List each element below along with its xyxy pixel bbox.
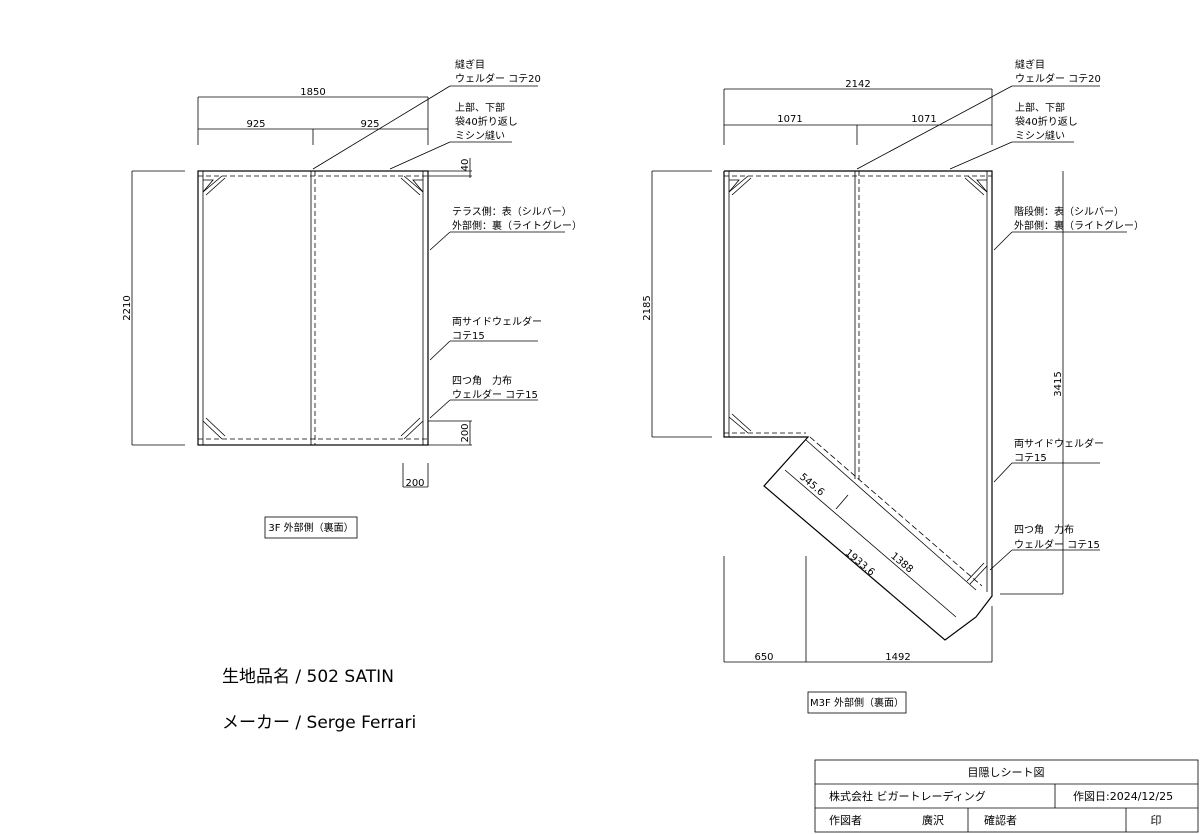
right-dim-bottom-right: 1492 bbox=[885, 652, 910, 663]
left-dim-half-right: 925 bbox=[360, 119, 379, 130]
left-dim-corner-width: 200 bbox=[405, 478, 424, 489]
title-block-date: 作図日:2024/12/25 bbox=[1073, 790, 1173, 803]
right-note-corner-2: ウェルダー コテ15 bbox=[1014, 538, 1100, 551]
title-block-drafter-label: 作図者 bbox=[829, 814, 862, 827]
left-dim-bottom-margin: 200 bbox=[460, 423, 471, 442]
left-dim-top-margin: 40 bbox=[460, 159, 471, 172]
left-sheet: 1850 925 925 2210 40 200 200 bbox=[122, 58, 582, 539]
left-note-hem-3: ミシン縫い bbox=[455, 129, 505, 142]
right-caption: M3F 外部側（裏面） bbox=[810, 696, 904, 709]
right-note-seam-1: 縫ぎ目 bbox=[1015, 58, 1045, 71]
title-block-title: 目隠しシート図 bbox=[968, 766, 1045, 779]
right-dim-height-left: 2185 bbox=[642, 295, 653, 320]
left-note-edge-2: コテ15 bbox=[452, 331, 485, 342]
left-note-corner-2: ウェルダー コテ15 bbox=[452, 388, 538, 401]
right-sheet: 2142 1071 1071 2185 3415 545.6 1933.6 13… bbox=[642, 58, 1144, 714]
left-note-side-2: 外部側：裏（ライトグレー） bbox=[452, 219, 582, 232]
left-dim-half-left: 925 bbox=[246, 119, 265, 130]
right-dim-diag-2: 1933.6 bbox=[843, 548, 877, 579]
left-note-seam-1: 縫ぎ目 bbox=[455, 58, 485, 71]
right-corner-patches bbox=[728, 175, 988, 585]
title-block-company: 株式会社 ビガートレーディング bbox=[829, 789, 986, 803]
right-note-hem-1: 上部、下部 bbox=[1015, 101, 1065, 114]
left-corner-patches bbox=[202, 175, 424, 440]
maker-name: メーカー / Serge Ferrari bbox=[222, 713, 416, 733]
right-dim-bottom-left: 650 bbox=[754, 652, 773, 663]
left-sheet-outline bbox=[197, 170, 429, 446]
left-note-seam-2: ウェルダー コテ20 bbox=[455, 72, 541, 85]
right-dim-diag-3: 1388 bbox=[888, 551, 915, 576]
right-dim-diag-1: 545.6 bbox=[797, 472, 826, 499]
left-note-side-1: テラス側：表（シルバー） bbox=[452, 205, 572, 218]
right-note-edge-1: 両サイドウェルダー bbox=[1014, 437, 1104, 450]
title-block-drafter-name: 廣沢 bbox=[922, 813, 944, 827]
title-block bbox=[814, 759, 1199, 833]
right-note-seam-2: ウェルダー コテ20 bbox=[1015, 72, 1101, 85]
right-note-hem-3: ミシン縫い bbox=[1015, 129, 1065, 142]
title-block-seal: 印 bbox=[1151, 814, 1162, 827]
right-dim-half-left: 1071 bbox=[777, 114, 802, 125]
material-name: 生地品名 / 502 SATIN bbox=[222, 667, 394, 687]
right-dim-height-right: 3415 bbox=[1053, 371, 1064, 396]
title-block-checker-label: 確認者 bbox=[984, 813, 1017, 827]
left-caption: 3F 外部側（裏面） bbox=[268, 521, 353, 534]
right-note-hem-2: 袋40折り返し bbox=[1015, 115, 1078, 128]
left-dim-height: 2210 bbox=[122, 295, 133, 320]
left-note-corner-1: 四つ角 力布 bbox=[452, 374, 512, 387]
right-dim-total-width: 2142 bbox=[845, 79, 870, 90]
left-dim-total-width: 1850 bbox=[300, 87, 325, 98]
right-sheet-outline bbox=[723, 170, 993, 641]
left-note-edge-1: 両サイドウェルダー bbox=[452, 315, 542, 328]
right-note-corner-1: 四つ角 力布 bbox=[1014, 523, 1074, 536]
right-note-side-2: 外部側：裏（ライトグレー） bbox=[1014, 219, 1144, 232]
right-dim-half-right: 1071 bbox=[911, 114, 936, 125]
right-note-side-1: 階段側：表（シルバー） bbox=[1014, 205, 1124, 218]
left-note-hem-1: 上部、下部 bbox=[455, 101, 505, 114]
left-note-hem-2: 袋40折り返し bbox=[455, 115, 518, 128]
right-note-edge-2: コテ15 bbox=[1014, 453, 1047, 464]
